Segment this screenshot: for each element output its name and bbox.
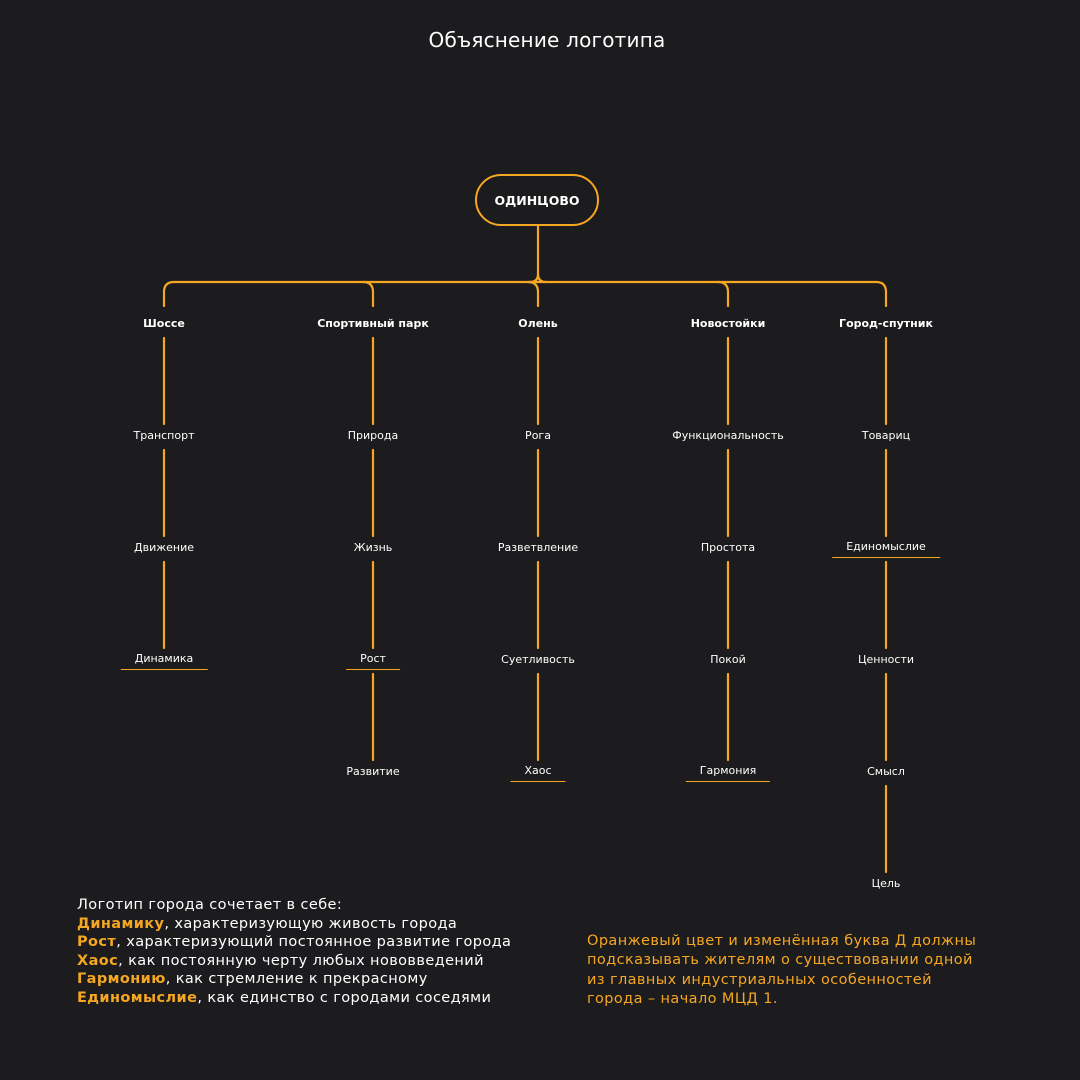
concept-node: Функциональность xyxy=(672,429,784,442)
legend-intro: Логотип города сочетает в себе: xyxy=(77,897,343,913)
key-concept-node: Динамика xyxy=(120,652,208,670)
concept-node: Движение xyxy=(133,541,195,554)
concept-node: Товариц xyxy=(861,429,911,442)
legend-line: Единомыслие, как единство с городами сос… xyxy=(77,989,511,1008)
branch-drop xyxy=(716,280,730,308)
legend-key: Единомыслие xyxy=(77,989,198,1006)
key-concept-node: Хаос xyxy=(510,764,566,782)
key-concept-node: Единомыслие xyxy=(832,540,940,558)
root-junction xyxy=(528,273,548,284)
legend-text: , характеризующую живость города xyxy=(164,915,458,932)
legend-text: , как единство с городами соседями xyxy=(197,989,492,1006)
branch-label: Спортивный парк xyxy=(317,317,429,330)
concept-node: Смысл xyxy=(867,765,905,778)
legend-key: Хаос xyxy=(77,952,119,969)
concept-node: Разветвление xyxy=(497,541,579,554)
concept-node: Цель xyxy=(871,877,901,890)
concept-node: Суетливость xyxy=(501,653,575,666)
concept-node: Ценности xyxy=(857,653,915,666)
legend: Логотип города сочетает в себе: Динамику… xyxy=(77,896,511,1008)
note-line: Оранжевый цвет и изменённая буква Д долж… xyxy=(587,933,977,949)
legend-text: , характеризующий постоянное развитие го… xyxy=(116,934,512,951)
legend-key: Гармонию xyxy=(77,971,166,988)
legend-key: Динамику xyxy=(77,915,165,932)
legend-key: Рост xyxy=(77,934,117,951)
branch-bus xyxy=(162,280,888,308)
logo-note: Оранжевый цвет и изменённая буква Д долж… xyxy=(587,932,1047,1010)
concept-node: Развитие xyxy=(346,765,400,778)
concept-node: Природа xyxy=(347,429,399,442)
page-title: Объяснение логотипа xyxy=(428,28,666,52)
legend-line: Хаос, как постоянную черту любых нововве… xyxy=(77,952,511,971)
branch-label: Шоссе xyxy=(143,317,185,330)
legend-line: Рост, характеризующий постоянное развити… xyxy=(77,933,511,952)
branch-label: Город-спутник xyxy=(839,317,933,330)
legend-line: Гармонию, как стремление к прекрасному xyxy=(77,970,511,989)
note-line: подсказывать жителям о существовании одн… xyxy=(587,952,973,969)
branch-drop xyxy=(361,280,375,308)
root-node: ОДИНЦОВО xyxy=(475,174,599,226)
note-line: из главных индустриальных особенностей xyxy=(587,971,932,988)
branch-label: Олень xyxy=(518,317,558,330)
branch-drop xyxy=(526,280,540,308)
concept-node: Простота xyxy=(700,541,756,554)
key-concept-node: Гармония xyxy=(685,764,771,782)
legend-text: , как постоянную черту любых нововведени… xyxy=(118,952,484,969)
concept-node: Рога xyxy=(525,429,551,442)
legend-text: , как стремление к прекрасному xyxy=(165,971,428,988)
concept-node: Жизнь xyxy=(353,541,393,554)
legend-line: Динамику, характеризующую живость города xyxy=(77,915,511,934)
concept-node: Транспорт xyxy=(133,429,195,442)
branch-label: Новостойки xyxy=(690,317,766,330)
note-line: города – начало МЦД 1. xyxy=(587,991,778,1008)
concept-node: Покой xyxy=(710,653,746,666)
key-concept-node: Рост xyxy=(346,652,400,670)
